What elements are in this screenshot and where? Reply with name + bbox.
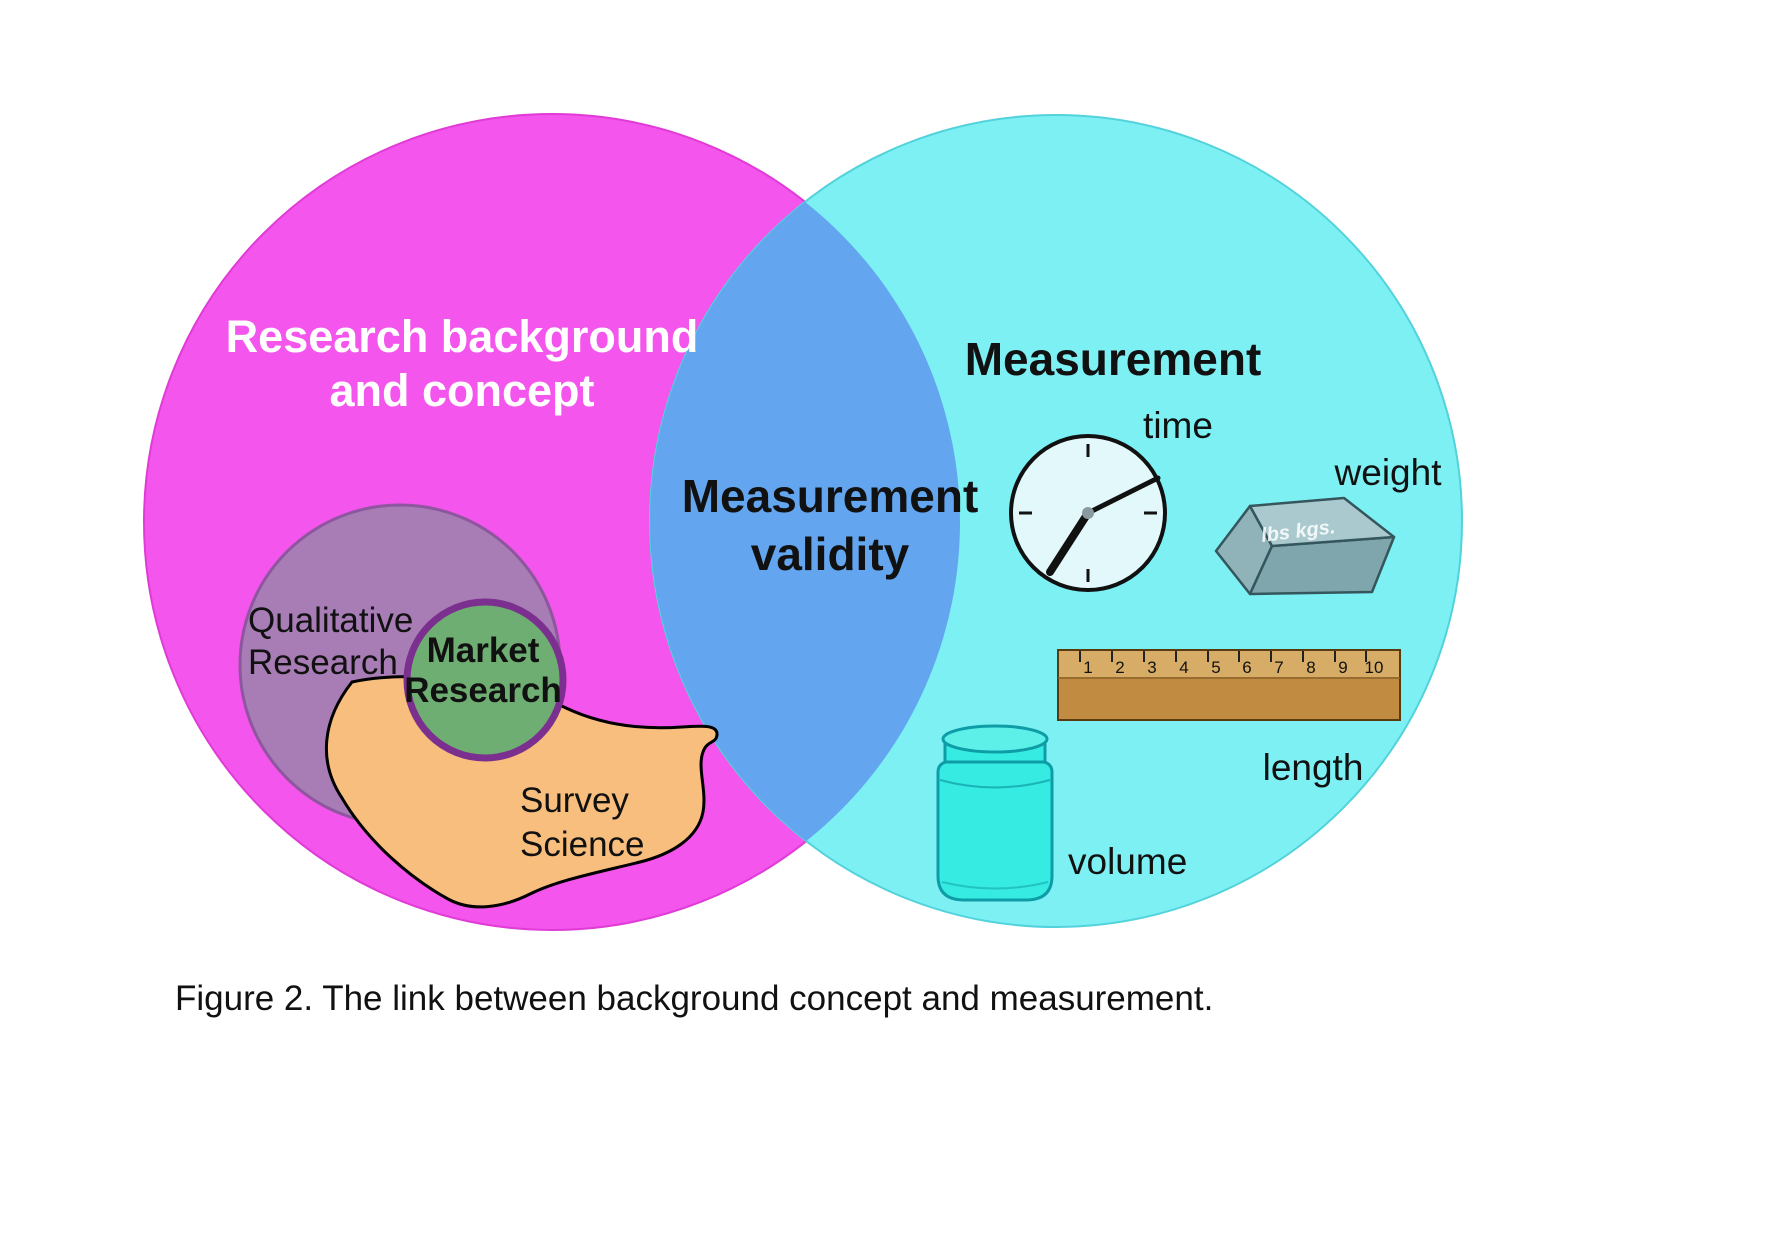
- ruler-number: 9: [1338, 658, 1347, 677]
- overlap-region: [650, 115, 960, 927]
- overlap-label-line1: Measurement: [682, 470, 979, 522]
- jar-icon: [936, 724, 1054, 902]
- overlap-label-line2: validity: [751, 528, 910, 580]
- ruler-number: 10: [1365, 658, 1384, 677]
- ruler-number: 1: [1083, 658, 1092, 677]
- ruler-icon: 1 2 3 4 5 6 7 8 9 10: [1057, 649, 1401, 721]
- weight-icon: lbs kgs.: [1214, 496, 1396, 596]
- jar-bottom-line: [941, 881, 1049, 890]
- market-label-line2: Research: [404, 671, 562, 710]
- jar-body: [936, 760, 1054, 902]
- jar-rim: [941, 724, 1049, 754]
- clock-hour-hand: [1046, 509, 1092, 576]
- survey-label-line2: Science: [520, 825, 645, 864]
- market-label-line1: Market: [427, 631, 540, 670]
- ruler-top-strip: [1059, 651, 1399, 677]
- qualitative-label-line2: Research: [248, 643, 398, 682]
- weight-label: weight: [1334, 452, 1443, 493]
- ruler-number: 8: [1306, 658, 1315, 677]
- weight-top-face: [1248, 496, 1396, 548]
- figure-caption: Figure 2. The link between background co…: [175, 979, 1213, 1018]
- clock-minute-hand: [1085, 475, 1161, 516]
- ruler-number: 4: [1179, 658, 1188, 677]
- ruler-number: 3: [1147, 658, 1156, 677]
- jar-shoulder-line: [939, 779, 1051, 789]
- clock-icon: [1009, 434, 1167, 592]
- ruler-number: 7: [1274, 658, 1283, 677]
- ruler-number: 5: [1211, 658, 1220, 677]
- ruler-number: 6: [1242, 658, 1251, 677]
- measurement-title: Measurement: [965, 333, 1262, 385]
- research-title-line2: and concept: [329, 365, 594, 416]
- length-label: length: [1263, 747, 1364, 788]
- clock-hub: [1082, 507, 1094, 519]
- survey-label-line1: Survey: [520, 781, 629, 820]
- time-label: time: [1143, 405, 1213, 446]
- ruler-number: 2: [1115, 658, 1124, 677]
- market-research-circle: [403, 598, 567, 762]
- research-title-line1: Research background: [226, 311, 699, 362]
- qualitative-label-line1: Qualitative: [248, 601, 413, 640]
- volume-label: volume: [1068, 841, 1187, 882]
